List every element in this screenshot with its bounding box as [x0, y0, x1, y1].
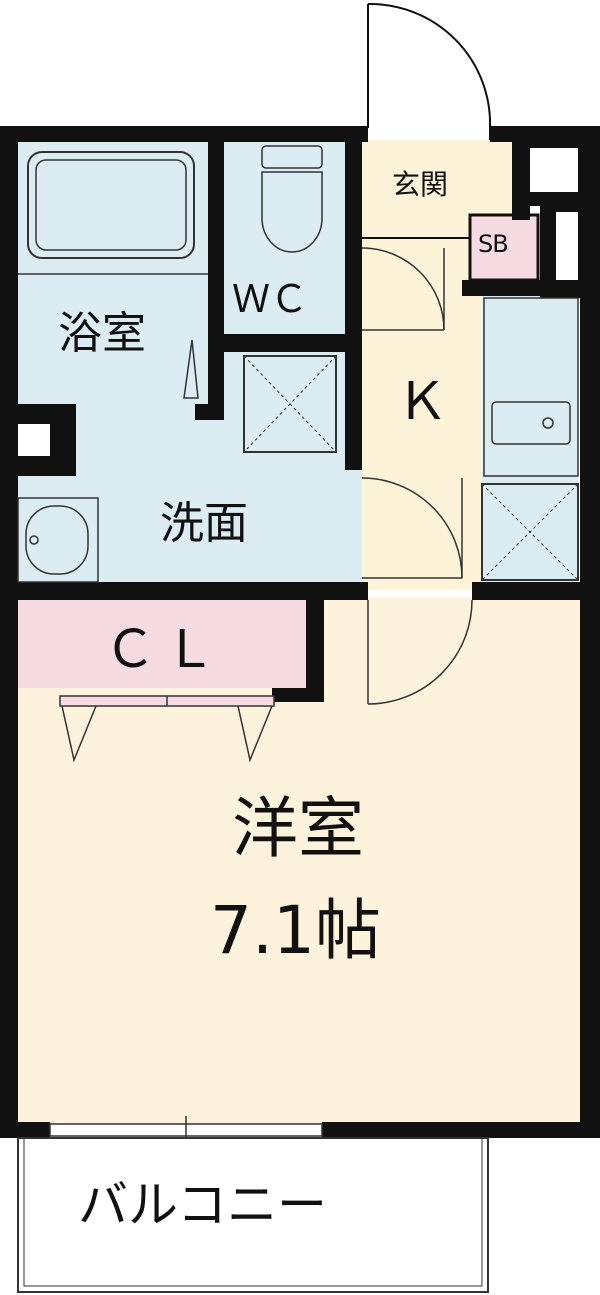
wall-bath-right [208, 140, 224, 420]
wall-right [580, 126, 600, 1138]
closet-label: ＣＬ [104, 620, 225, 680]
bath-door [183, 339, 199, 399]
bath-label: 浴室 [58, 308, 146, 359]
shoe-box-area [468, 213, 540, 282]
wc-label: ＷＣ [232, 277, 309, 321]
wall-washroom-bottom [0, 582, 368, 600]
washbasin [17, 497, 99, 583]
closet-area [18, 600, 306, 688]
bathtub-inner [35, 159, 187, 251]
western-room-size: 7.1帖 [210, 892, 381, 969]
washer-cross-2 [243, 355, 337, 453]
wall-entrance-right [512, 140, 530, 220]
wall-top-left [0, 126, 368, 142]
wall-bottom-right [322, 1122, 600, 1138]
wall-closet-right [306, 582, 324, 702]
pillar-top-right-inner [528, 148, 578, 192]
western-room-label: 洋室 [232, 790, 364, 867]
kitchen-sink [491, 401, 571, 445]
wall-kitchen-entrance [345, 230, 362, 248]
pillar-right-mid-inner [556, 212, 578, 284]
shoe-box-label: SB [478, 230, 509, 258]
wall-bottom-left [0, 1122, 50, 1138]
kitchen-drain [542, 417, 554, 429]
closet-door-left [61, 705, 97, 763]
kitchen-counter-outline [483, 297, 579, 477]
balcony-railing [17, 1137, 489, 1293]
entrance-label: 玄関 [392, 168, 449, 201]
wall-kitchen-bottom [472, 582, 600, 600]
washroom-label: 洗面 [160, 498, 248, 549]
closet-door-right [237, 705, 273, 763]
balcony-railing-inner [23, 1137, 483, 1287]
toilet-bowl [261, 171, 323, 253]
washroom-door-swing [361, 477, 463, 579]
entrance-door-swing [367, 2, 492, 129]
wall-wc-bottom [208, 334, 362, 352]
washbasin-bowl [25, 505, 89, 575]
wall-sb-bottom [462, 280, 600, 296]
toilet-tank [261, 145, 323, 169]
wall-wc-right [345, 140, 362, 470]
kitchen-counter [482, 290, 578, 590]
wall-closet-bottom-right [272, 688, 324, 702]
fridge-cross-2 [481, 483, 579, 581]
wc-door-swing [361, 247, 445, 331]
wall-left [0, 126, 18, 1138]
room-door-swing [367, 599, 473, 705]
fridge-space [481, 483, 579, 581]
bathtub [27, 151, 195, 259]
balcony-label: バルコニー [78, 1176, 327, 1234]
pillar-left-inner [18, 424, 50, 456]
washing-machine-space [243, 355, 337, 453]
kitchen-label: Ｋ [396, 372, 449, 432]
washbasin-tap [29, 535, 39, 545]
wall-bath-bottom [195, 404, 224, 420]
